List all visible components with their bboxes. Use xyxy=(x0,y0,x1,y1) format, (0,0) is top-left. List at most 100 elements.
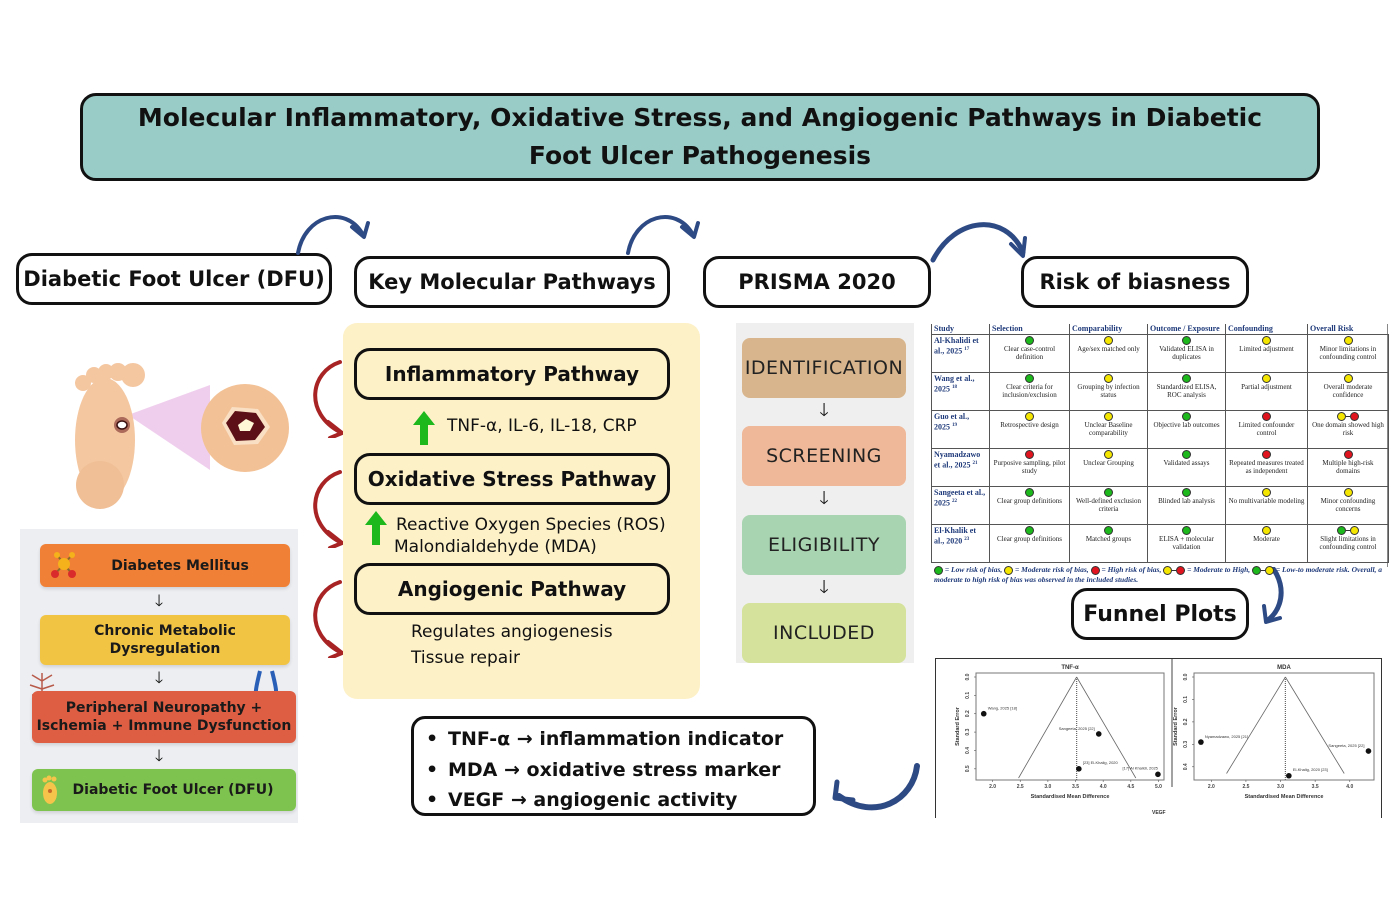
prisma-step-included: INCLUDED xyxy=(742,603,906,663)
high-risk-dot-icon xyxy=(1176,565,1186,575)
rob-cell: Slight limitations in confounding contro… xyxy=(1307,524,1389,563)
funnel-right-line xyxy=(1076,676,1137,779)
rob-cell-text: Validated assays xyxy=(1163,459,1210,467)
rob-cell-text: Minor confounding concerns xyxy=(1320,497,1376,513)
oxidative-marker-ros: Reactive Oxygen Species (ROS) xyxy=(396,515,666,535)
rob-study: Guo et al., 2025 19 xyxy=(931,410,990,449)
inflammatory-pathway-box: Inflammatory Pathway xyxy=(354,348,670,400)
rob-row: Al-Khalidi et al., 2025 17 Clear case-con… xyxy=(931,334,1389,373)
low-risk-dot-icon xyxy=(1025,374,1034,383)
x-tick-label: 2.5 xyxy=(1017,784,1024,790)
moderate-risk-dot-icon xyxy=(1262,488,1271,497)
flow-step-label: Diabetes Mellitus xyxy=(111,557,249,574)
x-tick-label: 2.0 xyxy=(1208,784,1215,790)
x-tick-label: 5.0 xyxy=(1155,784,1162,790)
legend-low-mod: = Low-to moderate risk. xyxy=(1275,565,1350,574)
rob-cell-text: Clear case-control definition xyxy=(1003,345,1056,361)
flow-step-diabetes-mellitus: Diabetes Mellitus xyxy=(40,544,290,587)
low-risk-dot-icon xyxy=(1104,526,1113,535)
rob-study: Sangeeta et al., 2025 22 xyxy=(931,486,990,525)
rob-cell-text: No multivariable modeling xyxy=(1228,497,1305,505)
rob-cell: Limited confounder control xyxy=(1225,410,1308,449)
rob-cell-text: Unclear Grouping xyxy=(1083,459,1134,467)
low-risk-dot-icon xyxy=(1182,450,1191,459)
prisma-step-eligibility: ELIGIBILITY xyxy=(742,515,906,575)
rob-cell-text: Retrospective design xyxy=(1000,421,1059,429)
summary-item-mda: •MDA → oxidative stress marker xyxy=(426,758,781,781)
high-risk-dot-icon xyxy=(1262,450,1271,459)
moderate-risk-dot-icon xyxy=(1104,374,1113,383)
moderate-risk-dot-icon xyxy=(1025,412,1034,421)
moderate-risk-dot-icon xyxy=(1265,565,1275,575)
rob-cell: Unclear Baseline comparability xyxy=(1069,410,1148,449)
legend-summary: Overall, a moderate to high risk of bias… xyxy=(934,565,1383,584)
x-tick-label: 3.0 xyxy=(1044,784,1051,790)
rob-cell: Clear group definitions xyxy=(989,486,1070,525)
section-funnel-plots: Funnel Plots xyxy=(1071,588,1249,640)
high-risk-dot-icon xyxy=(1025,450,1034,459)
angiogenic-pathway-box: Angiogenic Pathway xyxy=(354,563,670,615)
study-point-label: [17] Al Khalidi, 2025 xyxy=(1123,765,1159,770)
moderate-risk-dot-icon xyxy=(1262,526,1271,535)
x-tick-label: 4.0 xyxy=(1100,784,1107,790)
rob-cell-text: Age/sex matched only xyxy=(1077,345,1140,353)
low-risk-dot-icon xyxy=(1182,336,1191,345)
low-risk-dot-icon xyxy=(1182,374,1191,383)
next-plot-label: VEGF xyxy=(1152,810,1166,816)
rob-cell-text: Limited adjustment xyxy=(1239,345,1294,353)
rob-cell: Partial adjustment xyxy=(1225,372,1308,411)
pathway-arrow-3 xyxy=(313,580,344,658)
summary-item-text: VEGF → angiogenic activity xyxy=(448,789,738,811)
high-risk-dot-icon xyxy=(1262,412,1271,421)
rob-cell-text: Purposive sampling, pilot study xyxy=(993,459,1066,475)
rob-study: El-Khalik et al., 2020 23 xyxy=(931,524,990,563)
y-tick-label: 0.0 xyxy=(965,673,971,680)
rob-cell: Standardized ELISA, ROC analysis xyxy=(1147,372,1226,411)
x-tick-label: 3.5 xyxy=(1312,784,1319,790)
low-risk-dot-icon xyxy=(1025,336,1034,345)
study-point xyxy=(1198,739,1204,745)
summary-item-vegf: •VEGF → angiogenic activity xyxy=(426,789,738,811)
rob-cell-text: Clear criteria for inclusion/exclusion xyxy=(1002,383,1057,399)
rob-cell-text: Minor limitations in confounding control xyxy=(1319,345,1377,361)
study-point xyxy=(1365,748,1372,754)
rob-cell: Grouping by infection status xyxy=(1069,372,1148,411)
y-tick-label: 0.3 xyxy=(965,728,971,735)
study-point-label: Sangeeta, 2025 [22] xyxy=(1059,726,1095,731)
moderate-risk-dot-icon xyxy=(1343,336,1353,345)
moderate-risk-dot-icon xyxy=(1343,488,1353,497)
nerve-icon xyxy=(29,673,55,705)
rob-row: El-Khalik et al., 2020 23 Clear group def… xyxy=(931,524,1389,563)
rob-cell: Minor limitations in confounding control xyxy=(1307,334,1389,373)
moderate-risk-dot-icon xyxy=(1104,412,1113,421)
legend-high: = High risk of bias, xyxy=(1101,565,1162,574)
plot-frame xyxy=(1193,672,1375,781)
biomarker-summary-box: •TNF-α → inflammation indicator •MDA → o… xyxy=(411,716,816,816)
study-point-label: Nyamadzawo, 2025 [21] xyxy=(1205,734,1248,739)
x-axis-label: Standardised Mean Difference xyxy=(1245,794,1324,800)
x-tick-label: 3.0 xyxy=(1277,784,1284,790)
moderate-risk-dot-icon xyxy=(1337,412,1346,421)
rob-cell-text: Clear group definitions xyxy=(997,535,1062,543)
rob-cell: Retrospective design xyxy=(989,410,1070,449)
diagram-title: Molecular Inflammatory, Oxidative Stress… xyxy=(80,93,1320,181)
rob-study: Al-Khalidi et al., 2025 17 xyxy=(931,334,990,373)
moderate-risk-dot-icon xyxy=(1343,374,1353,383)
section-key-molecular-pathways: Key Molecular Pathways xyxy=(354,256,670,308)
flow-step-chronic-metabolic-dysregulation: Chronic Metabolic Dysregulation xyxy=(40,615,290,665)
rob-cell-text: Matched groups xyxy=(1085,535,1132,543)
rob-cell-text: Moderate xyxy=(1253,535,1280,543)
rob-study: Nyamadzawo et al., 2025 21 xyxy=(931,448,990,487)
moderate-risk-dot-icon xyxy=(1163,565,1173,575)
key-molecular-pathways-panel: Inflammatory Pathway TNF-α, IL-6, IL-18,… xyxy=(343,323,700,699)
funnel-left-line xyxy=(1018,676,1077,779)
rob-cell: Multiple high-risk domains xyxy=(1307,448,1389,487)
funnel-right-line xyxy=(1285,676,1345,774)
legend-moderate: = Moderate risk of bias, xyxy=(1015,565,1089,574)
rob-cell: Validated ELISA in duplicates xyxy=(1147,334,1226,373)
plot-frame xyxy=(975,672,1165,781)
connector-arrow-dfu-to-kmp xyxy=(296,215,370,255)
low-risk-dot-icon xyxy=(1025,526,1034,535)
